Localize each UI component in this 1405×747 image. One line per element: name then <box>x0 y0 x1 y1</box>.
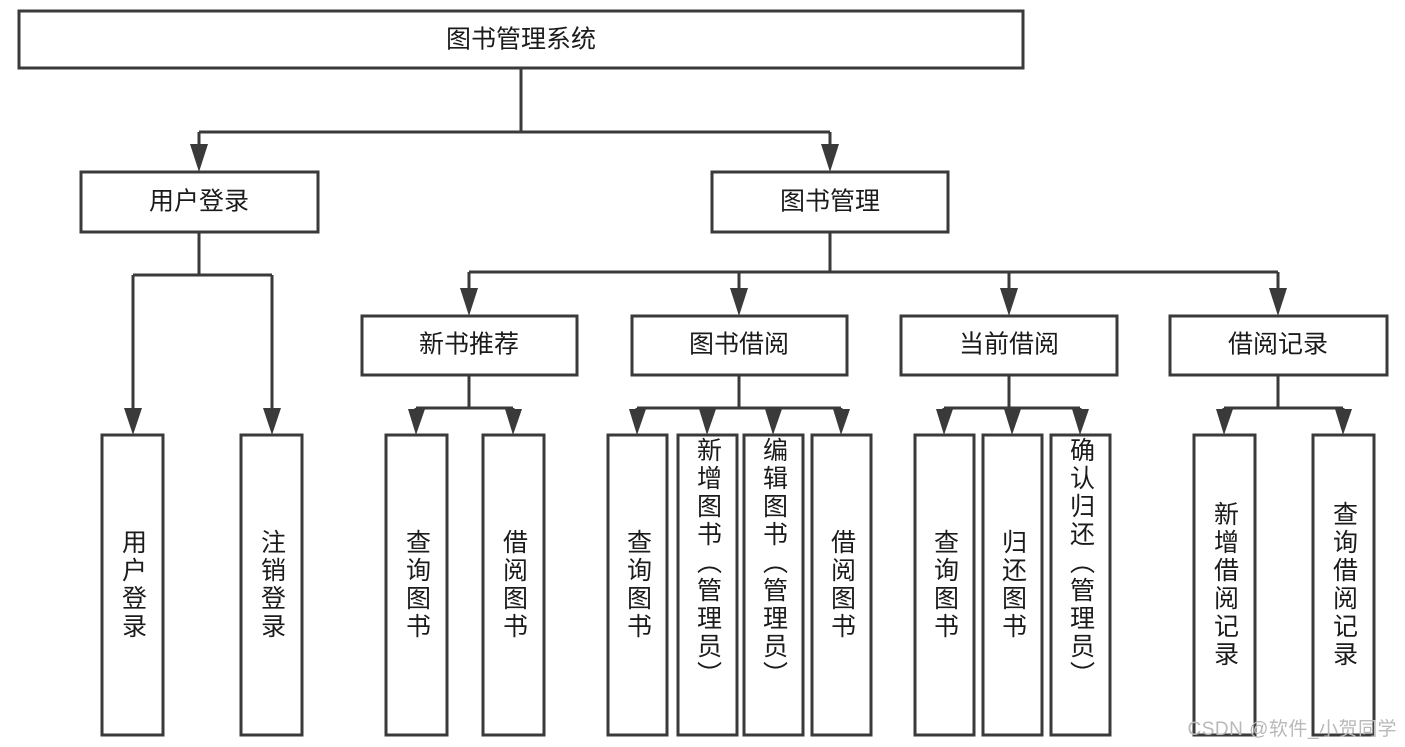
connector-user-login-split <box>131 232 274 424</box>
node-label-user-login: 用户登录 <box>149 188 249 216</box>
node-label-new-book-recommend: 新书推荐 <box>419 331 519 359</box>
arrow-icon-to-leaf-borrow-book-recommend <box>505 409 522 435</box>
arrow-icon-to-leaf-add-book <box>699 409 716 435</box>
connector-group-book-borrow-to-leaves <box>629 375 850 435</box>
arrow-icon-to-leaf-add-borrow-record <box>1216 409 1233 435</box>
node-current-borrow[interactable]: 当前借阅 <box>899 314 1119 377</box>
connector-new-book-recommend-split <box>414 375 515 424</box>
node-box-leaf-add-book[interactable] <box>676 433 739 737</box>
connector-group-new-book-recommend-to-leaves <box>408 375 522 435</box>
connector-group-root-to-level2 <box>190 68 839 172</box>
node-box-leaf-edit-book[interactable] <box>742 433 805 737</box>
arrow-icon-to-leaf-borrow-book <box>833 409 850 435</box>
node-book-borrow[interactable]: 图书借阅 <box>630 314 849 377</box>
node-box-user-login[interactable] <box>79 170 320 234</box>
connector-group-user-login-to-leaves <box>124 232 281 435</box>
node-new-book-recommend[interactable]: 新书推荐 <box>360 314 579 377</box>
node-label-root: 图书管理系统 <box>446 26 596 54</box>
node-box-new-book-recommend[interactable] <box>360 314 579 377</box>
node-box-leaf-user-login[interactable] <box>100 433 165 737</box>
arrow-icon-to-leaf-user-login <box>124 408 142 435</box>
arrow-icon-to-leaf-confirm-return <box>1072 409 1089 435</box>
node-box-leaf-return-book[interactable] <box>981 433 1044 737</box>
arrow-icon-to-user-login <box>190 144 208 172</box>
arrow-icon-to-leaf-return-book <box>1004 409 1021 435</box>
node-box-leaf-borrow-book[interactable] <box>810 433 873 737</box>
leaf-node-boxes <box>100 433 1376 737</box>
node-box-leaf-query-book-borrow[interactable] <box>606 433 669 737</box>
node-box-leaf-query-borrow-record[interactable] <box>1311 433 1376 737</box>
arrow-icon-to-new-book-recommend <box>460 288 478 316</box>
arrow-icon-to-leaf-query-borrow-record <box>1335 409 1352 435</box>
node-box-book-borrow[interactable] <box>630 314 849 377</box>
node-box-leaf-add-borrow-record[interactable] <box>1192 433 1257 737</box>
node-box-book-management[interactable] <box>710 170 950 234</box>
connector-book-management-split <box>467 232 1280 304</box>
node-box-leaf-borrow-book-recommend[interactable] <box>481 433 546 737</box>
arrow-icon-to-borrow-record <box>1269 288 1287 316</box>
node-label-borrow-record: 借阅记录 <box>1228 331 1328 359</box>
node-box-root[interactable] <box>17 9 1025 70</box>
connector-group-book-management-to-level3 <box>460 232 1287 316</box>
node-book-management[interactable]: 图书管理 <box>710 170 950 234</box>
node-label-book-borrow: 图书借阅 <box>689 331 789 359</box>
arrow-icon-to-book-management <box>821 144 839 172</box>
arrow-icon-to-leaf-query-book-borrow <box>629 409 646 435</box>
arrow-icon-to-leaf-query-book-recommend <box>408 409 425 435</box>
connector-book-borrow-split <box>635 375 843 424</box>
arrow-icon-to-leaf-query-book-current <box>936 409 953 435</box>
connector-borrow-record-split <box>1222 375 1345 424</box>
connector-group-current-borrow-to-leaves <box>936 375 1089 435</box>
arrow-icon-to-leaf-logout <box>263 408 281 435</box>
watermark-text: CSDN @软件_小贺同学 <box>1187 719 1397 740</box>
node-box-current-borrow[interactable] <box>899 314 1119 377</box>
connector-root-split <box>197 68 832 160</box>
node-label-book-management: 图书管理 <box>780 188 880 216</box>
arrow-icon-to-book-borrow <box>730 288 748 316</box>
node-box-leaf-query-book-current[interactable] <box>913 433 976 737</box>
node-box-borrow-record[interactable] <box>1168 314 1389 377</box>
node-root-system[interactable]: 图书管理系统 <box>17 9 1025 70</box>
connector-group-borrow-record-to-leaves <box>1216 375 1352 435</box>
arrow-icon-to-current-borrow <box>1000 288 1018 316</box>
node-box-leaf-query-book-recommend[interactable] <box>384 433 449 737</box>
node-borrow-record[interactable]: 借阅记录 <box>1168 314 1389 377</box>
node-box-leaf-confirm-return[interactable] <box>1049 433 1112 737</box>
arrow-icon-to-leaf-edit-book <box>765 409 782 435</box>
node-label-current-borrow: 当前借阅 <box>959 331 1059 359</box>
node-user-login[interactable]: 用户登录 <box>79 170 320 234</box>
node-box-leaf-logout[interactable] <box>239 433 304 737</box>
